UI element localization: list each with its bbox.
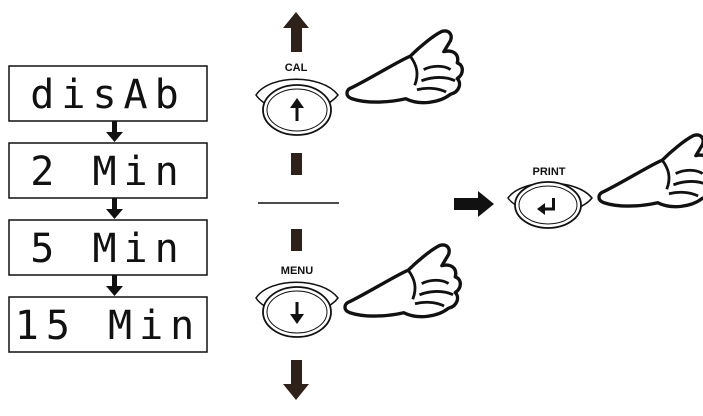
arrow-down-icon [290, 302, 304, 324]
separator-dash-top [291, 153, 302, 175]
down-arrow-1 [106, 121, 123, 142]
cal-key-label: CAL [285, 62, 308, 74]
display-2-min: 2 Min [8, 142, 208, 199]
right-arrow [454, 191, 494, 217]
display-5-min-text: 5 Min [30, 226, 185, 272]
up-direction-arrow [283, 12, 309, 52]
pointing-hand-icon [597, 133, 703, 209]
display-2-min-text: 2 Min [30, 149, 185, 195]
down-arrow-3 [106, 275, 123, 296]
pointing-hand-icon [345, 29, 465, 105]
display-disable: disAb [8, 65, 208, 122]
separator-dash-bottom [291, 229, 302, 251]
cal-button[interactable] [255, 78, 339, 136]
display-15-min: 15 Min [8, 296, 208, 353]
print-key-label: PRINT [533, 166, 566, 178]
down-direction-arrow [283, 360, 309, 400]
display-disable-text: disAb [30, 72, 185, 118]
enter-icon [537, 198, 555, 215]
display-15-min-text: 15 Min [15, 303, 202, 349]
menu-key-label: MENU [281, 265, 313, 277]
arrow-up-icon [290, 98, 304, 121]
display-5-min: 5 Min [8, 219, 208, 276]
menu-button[interactable] [255, 281, 339, 338]
print-button[interactable] [507, 181, 593, 229]
pointing-hand-icon [343, 243, 463, 319]
down-arrow-2 [106, 198, 123, 219]
